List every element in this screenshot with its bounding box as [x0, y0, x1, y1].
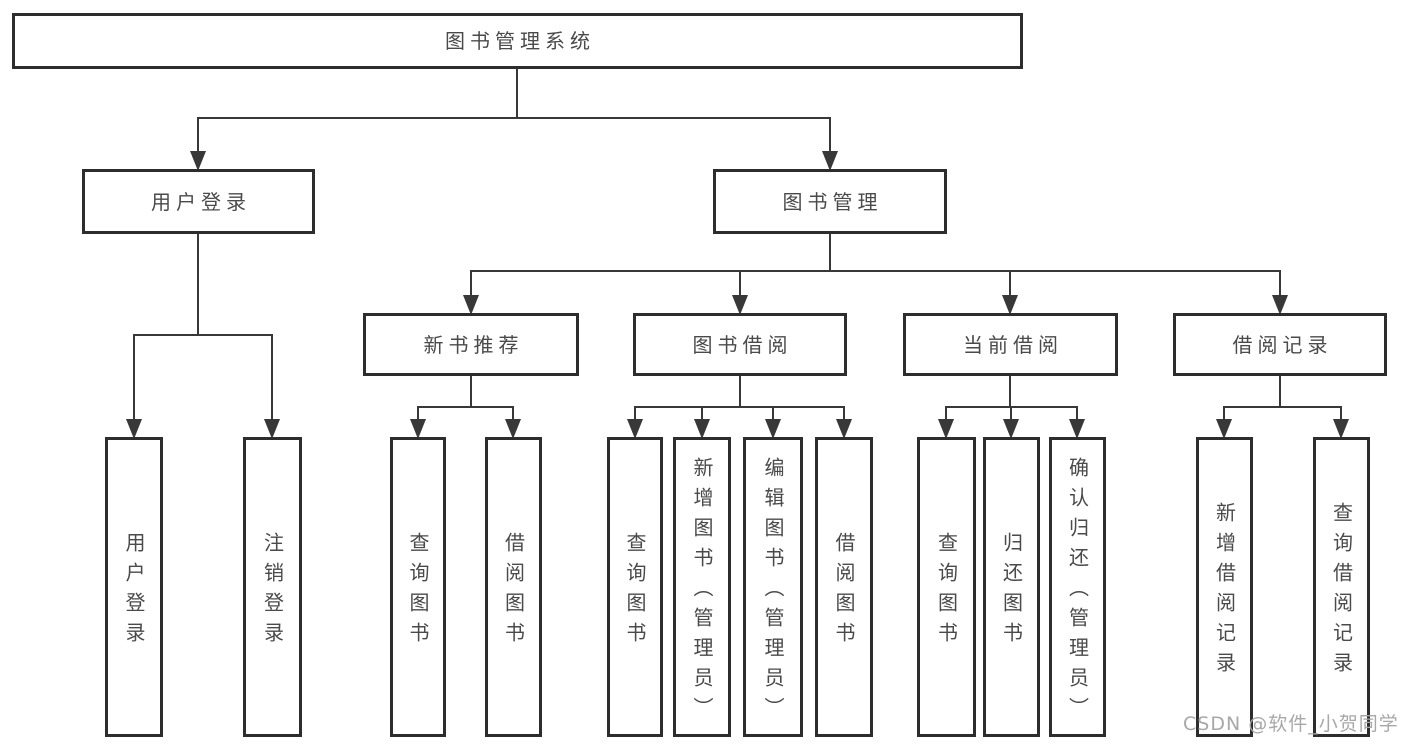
- connector-user-login-stem: [196, 234, 200, 337]
- connector-book-borrowing-arrow-0-head: [627, 419, 643, 439]
- leaf-return-book: 归还图书: [983, 437, 1040, 737]
- node-borrowing-records: 借阅记录: [1173, 313, 1387, 376]
- leaf-edit-book-admin-label: 编辑图书（管理员）: [761, 457, 785, 727]
- connector-current-borrowing-arrow-1-head: [1003, 419, 1019, 439]
- leaf-confirm-return-admin-label: 确认归还（管理员）: [1065, 457, 1090, 727]
- leaf-query-borrow-record-label: 查询借阅记录: [1329, 502, 1354, 682]
- connector-current-borrowing-arrow-0-head: [938, 419, 954, 439]
- connector-root-rail: [196, 116, 832, 120]
- connector-borrowing-records-arrow-1-head: [1333, 419, 1349, 439]
- connector-new-book-recommend-stem: [469, 376, 473, 409]
- leaf-add-borrow-record-label: 新增借阅记录: [1212, 502, 1237, 682]
- connector-book-management-arrow-3-head: [1272, 295, 1288, 315]
- connector-new-book-recommend-arrow-0-shaft: [416, 407, 420, 421]
- connector-new-book-recommend-rail: [416, 405, 515, 409]
- leaf-return-book-label: 归还图书: [999, 532, 1024, 652]
- connector-new-book-recommend-arrow-0-head: [410, 419, 426, 439]
- leaf-add-book-admin: 新增图书（管理员）: [673, 437, 731, 737]
- leaf-add-borrow-record: 新增借阅记录: [1196, 437, 1253, 737]
- connector-root-arrow-1-shaft: [828, 118, 832, 153]
- connector-borrowing-records-stem: [1278, 376, 1282, 409]
- connector-book-borrowing-arrow-0-shaft: [633, 407, 637, 421]
- connector-book-borrowing-arrow-2-head: [765, 419, 781, 439]
- leaf-borrow-books-2-label: 借阅图书: [832, 532, 856, 652]
- node-borrowing-records-label: 借阅记录: [1232, 332, 1333, 357]
- node-book-borrowing-label: 图书借阅: [692, 332, 793, 357]
- leaf-confirm-return-admin: 确认归还（管理员）: [1049, 437, 1106, 737]
- connector-root-arrow-0-shaft: [196, 118, 200, 153]
- connector-root-arrow-1-head: [822, 151, 838, 171]
- connector-new-book-recommend-arrow-1-shaft: [511, 407, 515, 421]
- connector-book-management-arrow-1-shaft: [738, 271, 742, 297]
- leaf-borrow-books-1: 借阅图书: [485, 437, 542, 737]
- leaf-query-books-1: 查询图书: [390, 437, 446, 737]
- connector-root-arrow-0-head: [190, 151, 206, 171]
- node-new-book-recommend-label: 新书推荐: [423, 332, 524, 357]
- leaf-borrow-books-2: 借阅图书: [815, 437, 873, 737]
- connector-user-login-arrow-0-shaft: [132, 335, 136, 421]
- connector-book-borrowing-arrow-3-head: [836, 419, 852, 439]
- leaf-query-books-2: 查询图书: [607, 437, 663, 737]
- connector-book-management-arrow-0-head: [463, 295, 479, 315]
- node-current-borrowing-label: 当前借阅: [963, 332, 1063, 357]
- connector-current-borrowing-arrow-1-shaft: [1009, 407, 1013, 421]
- leaf-borrow-books-1-label: 借阅图书: [501, 532, 526, 652]
- connector-book-borrowing-rail: [633, 405, 846, 409]
- connector-user-login-arrow-1-head: [264, 419, 280, 439]
- connector-root-stem: [515, 69, 519, 120]
- node-book-management-label: 图书管理: [782, 189, 883, 214]
- node-root-label: 图书管理系统: [445, 29, 595, 53]
- node-new-book-recommend: 新书推荐: [363, 313, 579, 376]
- connector-current-borrowing-stem: [1008, 376, 1012, 409]
- connector-book-borrowing-stem: [738, 376, 742, 409]
- node-user-login: 用户登录: [82, 169, 315, 234]
- connector-book-management-arrow-2-head: [1002, 295, 1018, 315]
- connector-user-login-arrow-1-shaft: [270, 335, 274, 421]
- leaf-logout-label: 注销登录: [260, 532, 285, 652]
- connector-new-book-recommend-arrow-1-head: [505, 419, 521, 439]
- connector-book-borrowing-arrow-3-shaft: [842, 407, 846, 421]
- leaf-query-books-3-label: 查询图书: [934, 532, 959, 652]
- node-book-borrowing: 图书借阅: [633, 313, 847, 376]
- leaf-edit-book-admin: 编辑图书（管理员）: [743, 437, 803, 737]
- connector-book-management-arrow-0-shaft: [469, 271, 473, 297]
- node-root: 图书管理系统: [12, 13, 1023, 69]
- connector-book-management-stem: [828, 234, 832, 273]
- connector-book-management-arrow-1-head: [732, 295, 748, 315]
- connector-user-login-rail: [132, 333, 274, 337]
- watermark: CSDN @软件_小贺同学: [1183, 713, 1399, 735]
- leaf-add-book-admin-label: 新增图书（管理员）: [690, 457, 714, 727]
- leaf-query-books-2-label: 查询图书: [623, 532, 647, 652]
- leaf-logout: 注销登录: [243, 437, 302, 737]
- leaf-query-borrow-record: 查询借阅记录: [1313, 437, 1370, 737]
- connector-borrowing-records-arrow-0-head: [1216, 419, 1232, 439]
- connector-book-borrowing-arrow-1-shaft: [700, 407, 704, 421]
- connector-current-borrowing-arrow-2-head: [1069, 419, 1085, 439]
- connector-book-borrowing-arrow-2-shaft: [771, 407, 775, 421]
- connector-borrowing-records-arrow-1-shaft: [1339, 407, 1343, 421]
- connector-borrowing-records-arrow-0-shaft: [1222, 407, 1226, 421]
- connector-book-borrowing-arrow-1-head: [694, 419, 710, 439]
- leaf-user-login-label: 用户登录: [122, 532, 146, 652]
- node-book-management: 图书管理: [713, 169, 947, 234]
- node-user-login-label: 用户登录: [151, 189, 251, 214]
- connector-user-login-arrow-0-head: [126, 419, 142, 439]
- leaf-query-books-1-label: 查询图书: [406, 532, 430, 652]
- connector-book-management-arrow-2-shaft: [1008, 271, 1012, 297]
- connector-current-borrowing-arrow-0-shaft: [944, 407, 948, 421]
- leaf-query-books-3: 查询图书: [917, 437, 976, 737]
- connector-book-management-rail: [469, 269, 1282, 273]
- node-current-borrowing: 当前借阅: [903, 313, 1118, 376]
- connector-borrowing-records-rail: [1222, 405, 1343, 409]
- connector-book-management-arrow-3-shaft: [1278, 271, 1282, 297]
- connector-current-borrowing-arrow-2-shaft: [1075, 407, 1079, 421]
- leaf-user-login: 用户登录: [105, 437, 163, 737]
